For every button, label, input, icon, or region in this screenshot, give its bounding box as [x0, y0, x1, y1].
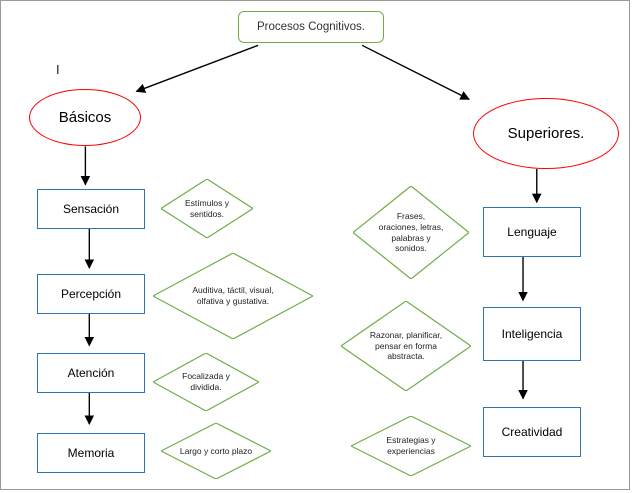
- box-creatividad-label: Creatividad: [501, 425, 563, 439]
- box-sensacion-label: Sensación: [62, 202, 120, 216]
- title-label: Procesos Cognitivos.: [256, 21, 366, 33]
- ellipse-basicos[interactable]: Básicos: [29, 89, 141, 146]
- box-percepcion-label: Percepción: [60, 287, 122, 301]
- arrow-title-to-superiores: [361, 44, 470, 100]
- diamond-razonar[interactable]: Razonar, planificar, pensar en forma abs…: [341, 301, 471, 391]
- diamond-auditiva[interactable]: Auditiva, táctil, visual, olfativa y gus…: [153, 253, 313, 339]
- arrow-title-to-basicos: [135, 44, 259, 93]
- diamond-frases-label: Frases, oraciones, letras, palabras y so…: [378, 211, 444, 254]
- diamond-shape: [341, 301, 471, 391]
- box-memoria-label: Memoria: [67, 446, 115, 460]
- box-memoria[interactable]: Memoria: [37, 433, 145, 473]
- diamond-estrategias-label: Estrategias y experiencias: [386, 435, 436, 456]
- diamond-auditiva-label: Auditiva, táctil, visual, olfativa y gus…: [192, 285, 274, 306]
- diamond-frases[interactable]: Frases, oraciones, letras, palabras y so…: [353, 186, 469, 279]
- diamond-razonar-label: Razonar, planificar, pensar en forma abs…: [369, 330, 443, 362]
- text-cursor-mark: I: [56, 62, 60, 77]
- diagram-page: Procesos Cognitivos. I Básicos Superiore…: [0, 0, 630, 490]
- box-inteligencia-label: Inteligencia: [501, 327, 563, 341]
- box-lenguaje-label: Lenguaje: [507, 225, 557, 239]
- box-atencion[interactable]: Atención: [37, 353, 145, 393]
- diamond-focalizada[interactable]: Focalizada y dividida.: [153, 353, 259, 411]
- diamond-estrategias[interactable]: Estrategias y experiencias: [351, 416, 471, 476]
- diamond-shape: [351, 416, 471, 476]
- diamond-estimulos-label: Estímulos y sentidos.: [185, 197, 229, 219]
- title-box[interactable]: Procesos Cognitivos.: [238, 11, 384, 43]
- diamond-shape: [161, 179, 253, 238]
- ellipse-superiores-label: Superiores.: [507, 125, 585, 142]
- diamond-largo[interactable]: Largo y corto plazo: [161, 423, 271, 479]
- diamond-estimulos[interactable]: Estímulos y sentidos.: [161, 179, 253, 238]
- diamond-shape: [161, 423, 271, 479]
- ellipse-superiores[interactable]: Superiores.: [473, 98, 619, 169]
- box-lenguaje[interactable]: Lenguaje: [483, 207, 581, 257]
- diamond-shape: [153, 253, 313, 339]
- box-atencion-label: Atención: [67, 366, 115, 380]
- ellipse-basicos-label: Básicos: [58, 109, 112, 126]
- box-sensacion[interactable]: Sensación: [37, 189, 145, 229]
- diamond-largo-label: Largo y corto plazo: [179, 445, 253, 456]
- box-creatividad[interactable]: Creatividad: [483, 407, 581, 457]
- diamond-focalizada-label: Focalizada y dividida.: [182, 371, 230, 392]
- box-percepcion[interactable]: Percepción: [37, 274, 145, 314]
- diamond-shape: [153, 353, 259, 411]
- box-inteligencia[interactable]: Inteligencia: [483, 307, 581, 361]
- diamond-shape: [353, 186, 469, 279]
